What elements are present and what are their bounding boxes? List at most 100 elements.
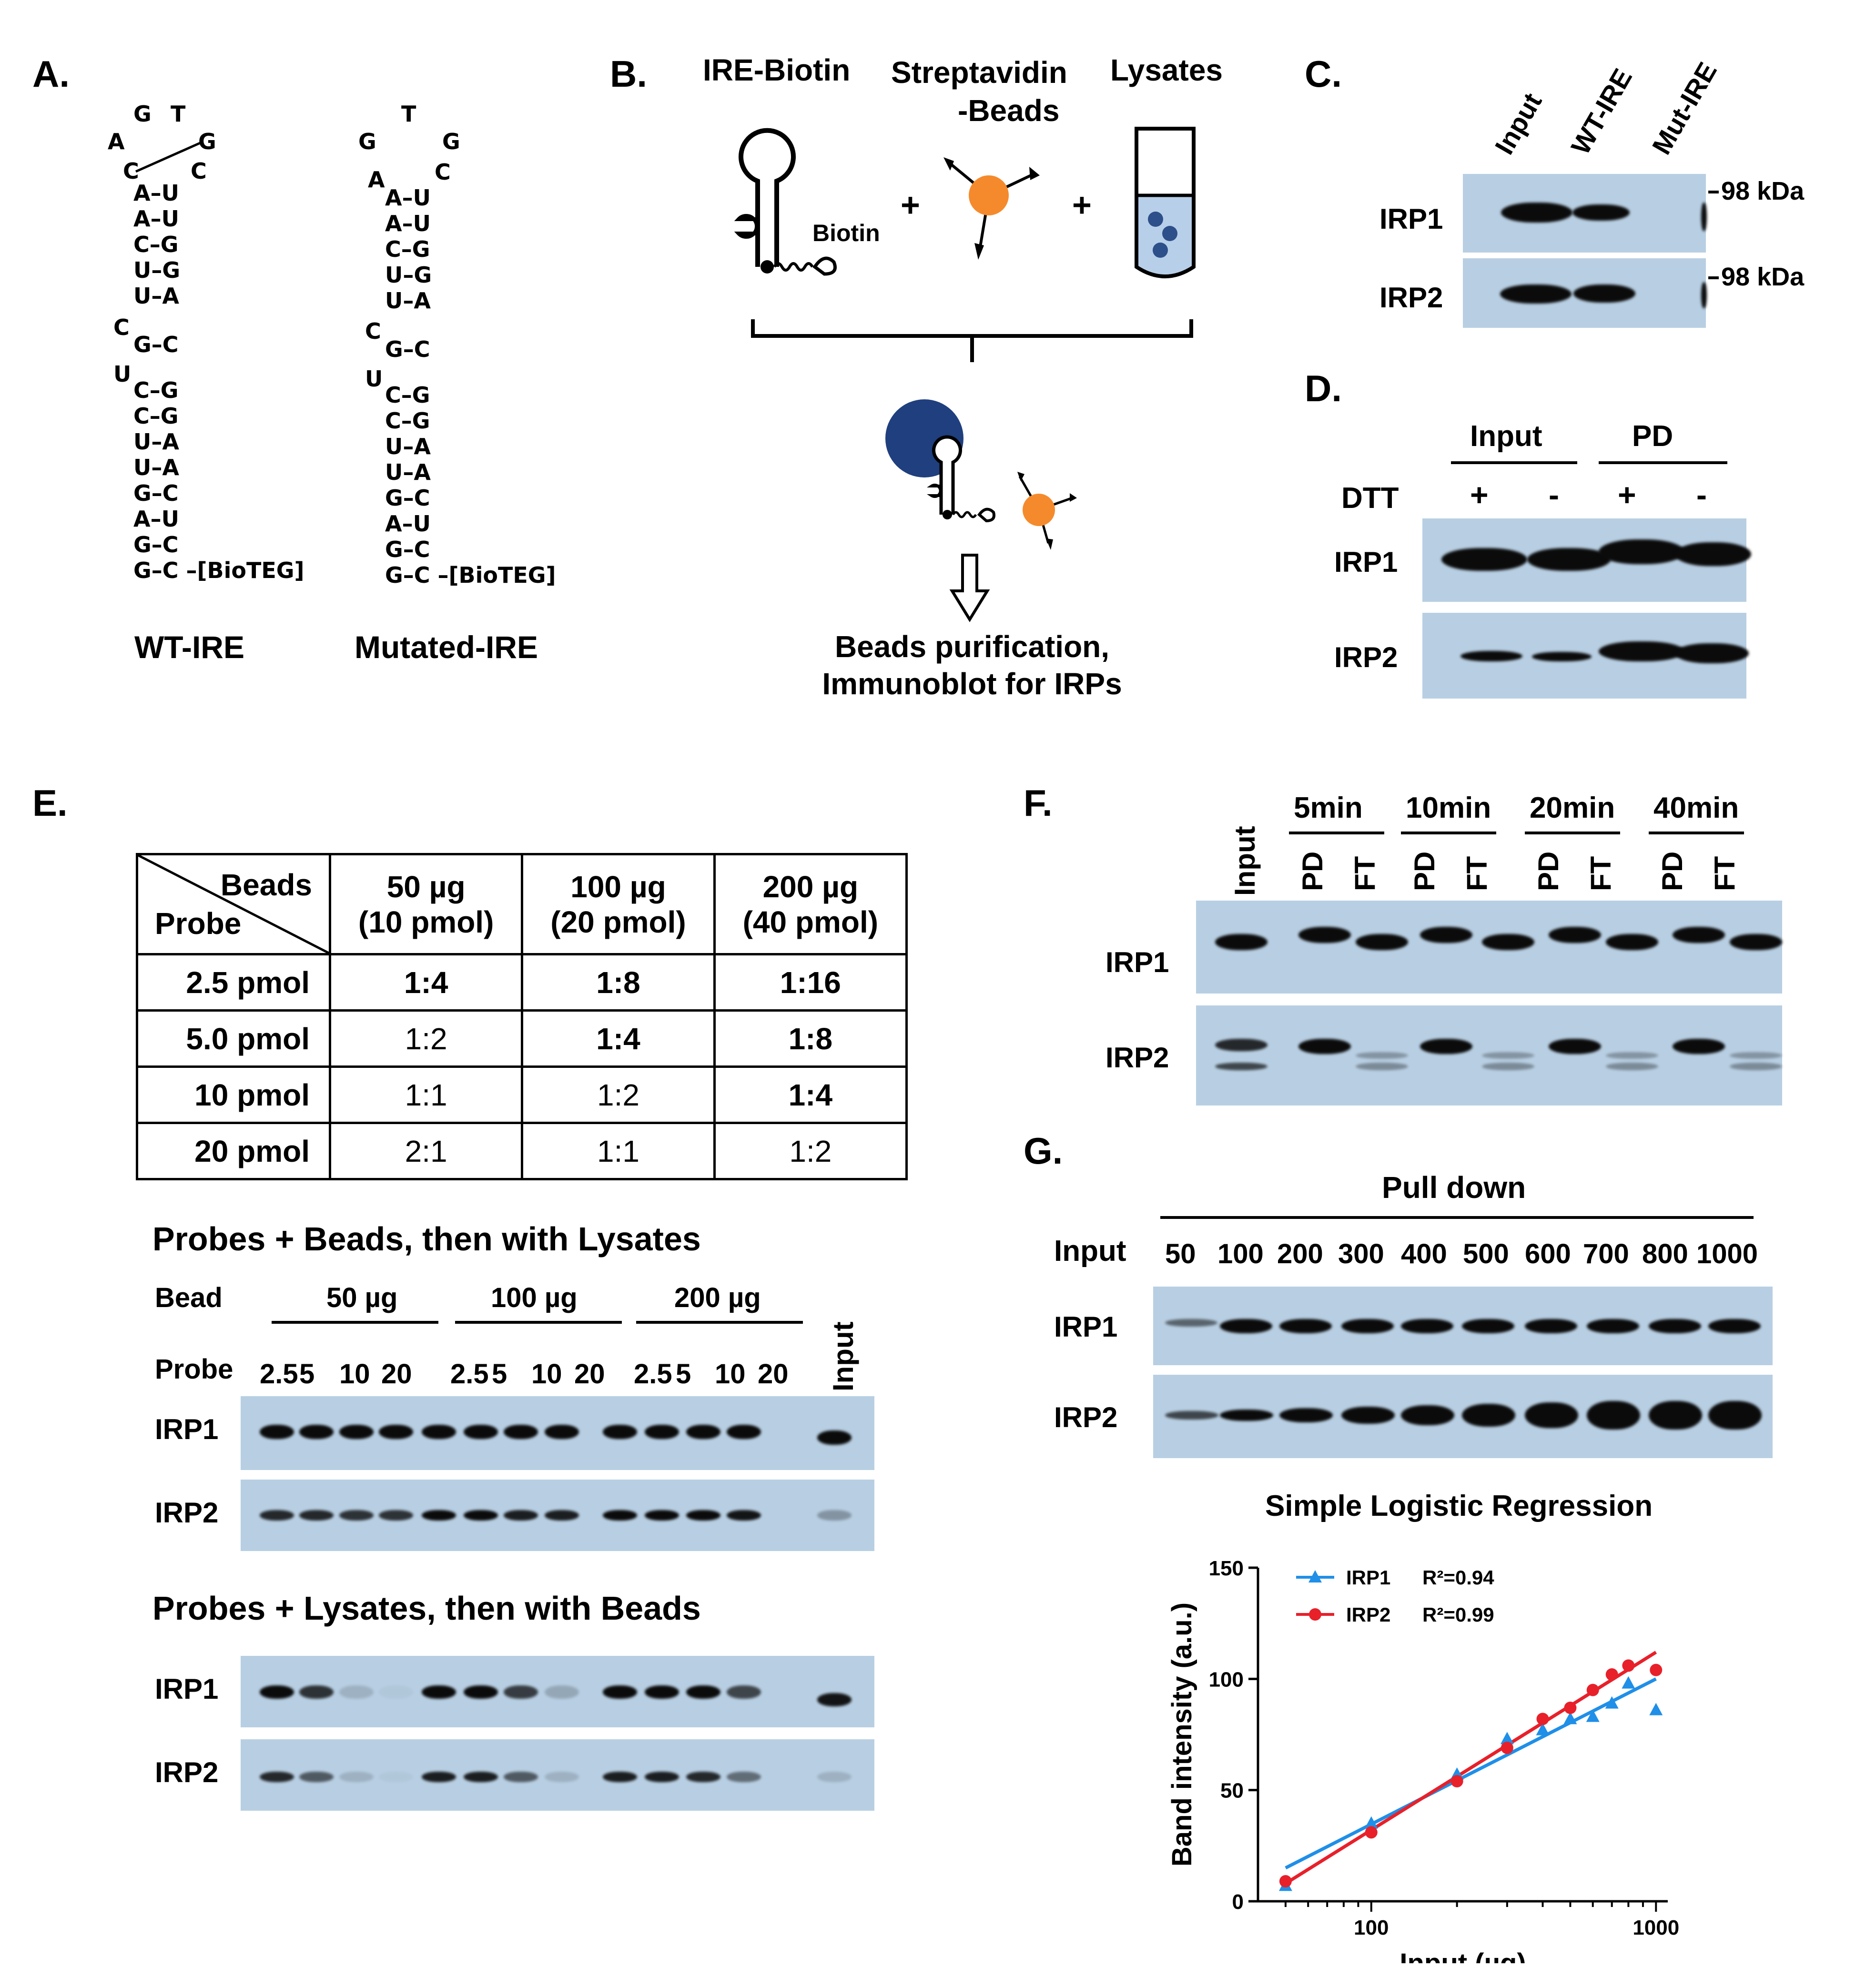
e2-band-irp1 bbox=[727, 1685, 761, 1699]
wt-pair-3: C–G bbox=[133, 232, 179, 257]
g-band-irp2 bbox=[1525, 1402, 1578, 1428]
x-tick-label: 1000 bbox=[1633, 1916, 1679, 1939]
e2-band-irp2 bbox=[603, 1772, 637, 1782]
f-time-label: 40min bbox=[1653, 791, 1739, 824]
g-band-irp2 bbox=[1587, 1401, 1640, 1430]
table-row: 5.0 pmol 1:2 1:4 1:8 bbox=[136, 1009, 908, 1068]
g-band-irp2 bbox=[1279, 1408, 1333, 1422]
f-time-line bbox=[1649, 832, 1744, 834]
d-band-7 bbox=[1599, 641, 1684, 661]
d-blot-irp2 bbox=[1422, 613, 1749, 699]
e1-band-irp1 bbox=[545, 1425, 579, 1439]
e-probe-value: 5 bbox=[492, 1359, 507, 1390]
f-time-line bbox=[1525, 832, 1620, 834]
y-tick-label: 50 bbox=[1220, 1779, 1244, 1803]
e2-band-irp2 bbox=[299, 1772, 334, 1782]
e-probe-value: 10 bbox=[531, 1359, 562, 1390]
e-probe-value: 20 bbox=[381, 1359, 412, 1390]
e2-row-irp2: IRP2 bbox=[155, 1756, 219, 1788]
mut-loop-g: G bbox=[358, 129, 376, 154]
f-band-irp1 bbox=[1482, 934, 1534, 950]
d-band-5 bbox=[1460, 651, 1522, 661]
f-band-irp1 bbox=[1356, 934, 1408, 950]
d-band-1 bbox=[1441, 548, 1527, 571]
e2-band-irp2 bbox=[260, 1772, 294, 1782]
mut-pair-5: U–A bbox=[385, 288, 431, 314]
wt-pair-2: A–U bbox=[133, 206, 179, 232]
wt-pair-11: G–C bbox=[133, 480, 179, 506]
point-irp2 bbox=[1365, 1826, 1378, 1839]
mut-pair-3: C–G bbox=[385, 236, 430, 262]
g-band-irp2 bbox=[1649, 1401, 1702, 1430]
g-amount-label: 500 bbox=[1463, 1238, 1509, 1269]
f-sub-label: PD bbox=[1409, 851, 1440, 891]
mut-pair-9: U–A bbox=[385, 434, 431, 459]
e2-band-irp1 bbox=[339, 1685, 374, 1699]
e-title-2: Probes + Lysates, then with Beads bbox=[152, 1590, 701, 1627]
f-band-irp2 bbox=[1673, 1039, 1725, 1054]
f-band-irp2-upper bbox=[1482, 1052, 1534, 1059]
d-band-4 bbox=[1675, 542, 1751, 566]
c-marker-tick-1 bbox=[1708, 191, 1719, 193]
e2-band-irp2 bbox=[645, 1772, 679, 1782]
bracket-icon bbox=[751, 319, 1193, 362]
e1-band-irp1 bbox=[727, 1425, 761, 1439]
c-band-wt-irp1 bbox=[1572, 204, 1630, 221]
e2-band-irp1 bbox=[686, 1685, 720, 1699]
wt-loop-line bbox=[135, 142, 201, 173]
f-band-irp2-upper bbox=[1730, 1052, 1782, 1059]
e1-band-irp1 bbox=[686, 1425, 720, 1439]
e1-band-irp2 bbox=[422, 1510, 456, 1521]
wt-bulge-c: C bbox=[113, 314, 130, 340]
g-amount-label: 400 bbox=[1401, 1238, 1447, 1269]
panel-a-label: A. bbox=[32, 53, 70, 95]
point-irp2 bbox=[1586, 1684, 1599, 1696]
f-band-irp1 bbox=[1673, 927, 1725, 943]
e1-row-irp2: IRP2 bbox=[155, 1497, 219, 1529]
mut-pair-14: G–C –[BioTEG] bbox=[385, 562, 556, 588]
point-irp2 bbox=[1650, 1663, 1663, 1676]
f-band-irp2 bbox=[1549, 1039, 1601, 1054]
d-band-6 bbox=[1532, 652, 1592, 661]
e2-band-irp2 bbox=[422, 1772, 456, 1782]
wt-pair-1: A–U bbox=[133, 180, 179, 206]
g-amount-label: 1000 bbox=[1696, 1238, 1758, 1269]
streptavidin-bead-icon bbox=[943, 157, 1040, 260]
f-time-line bbox=[1401, 832, 1496, 834]
g-band-irp1 bbox=[1165, 1319, 1217, 1327]
table-corner-beads: Beads bbox=[220, 868, 312, 902]
table-col-100: 100 µg(20 pmol) bbox=[521, 853, 716, 955]
mut-bulge-c: C bbox=[365, 318, 381, 344]
e1-band-irp2 bbox=[504, 1510, 538, 1521]
mut-pair-13: G–C bbox=[385, 537, 430, 562]
d-pd-line bbox=[1599, 461, 1727, 464]
f-band-irp1 bbox=[1420, 927, 1472, 943]
g-amount-label: 600 bbox=[1525, 1238, 1571, 1269]
e2-band-irp2 bbox=[545, 1772, 579, 1782]
g-band-irp1 bbox=[1220, 1319, 1272, 1333]
e1-band-irp2 bbox=[686, 1510, 720, 1521]
f-sub-label: PD bbox=[1532, 851, 1564, 891]
d-group-input: Input bbox=[1470, 420, 1542, 453]
chart-title: Simple Logistic Regression bbox=[1265, 1490, 1653, 1522]
table-corner: Beads Probe bbox=[136, 853, 331, 955]
g-input-label: Input bbox=[1054, 1235, 1126, 1268]
legend-series-name: IRP1 bbox=[1346, 1566, 1390, 1589]
e1-band-irp1 bbox=[603, 1425, 637, 1439]
e1-band-irp2 bbox=[603, 1510, 637, 1521]
e2-band-irp2 bbox=[817, 1772, 852, 1782]
f-band-irp1 bbox=[1549, 927, 1601, 943]
e2-band-irp1 bbox=[422, 1685, 456, 1699]
wt-loop-t: T bbox=[171, 101, 186, 127]
legend-r2: R²=0.94 bbox=[1422, 1566, 1494, 1589]
e2-blot-irp1 bbox=[241, 1656, 874, 1727]
y-axis-label: Band intensity (a.u.) bbox=[1166, 1603, 1197, 1866]
mut-loop-c: C bbox=[435, 159, 451, 185]
mut-pair-10: U–A bbox=[385, 459, 431, 485]
c-blot-irp2 bbox=[1463, 258, 1707, 328]
legend-marker bbox=[1309, 1608, 1321, 1621]
e2-band-irp1 bbox=[817, 1693, 852, 1706]
wt-pair-6: G–C bbox=[133, 332, 179, 357]
f-band-irp2-lower bbox=[1606, 1063, 1658, 1070]
g-band-irp1 bbox=[1462, 1319, 1514, 1333]
